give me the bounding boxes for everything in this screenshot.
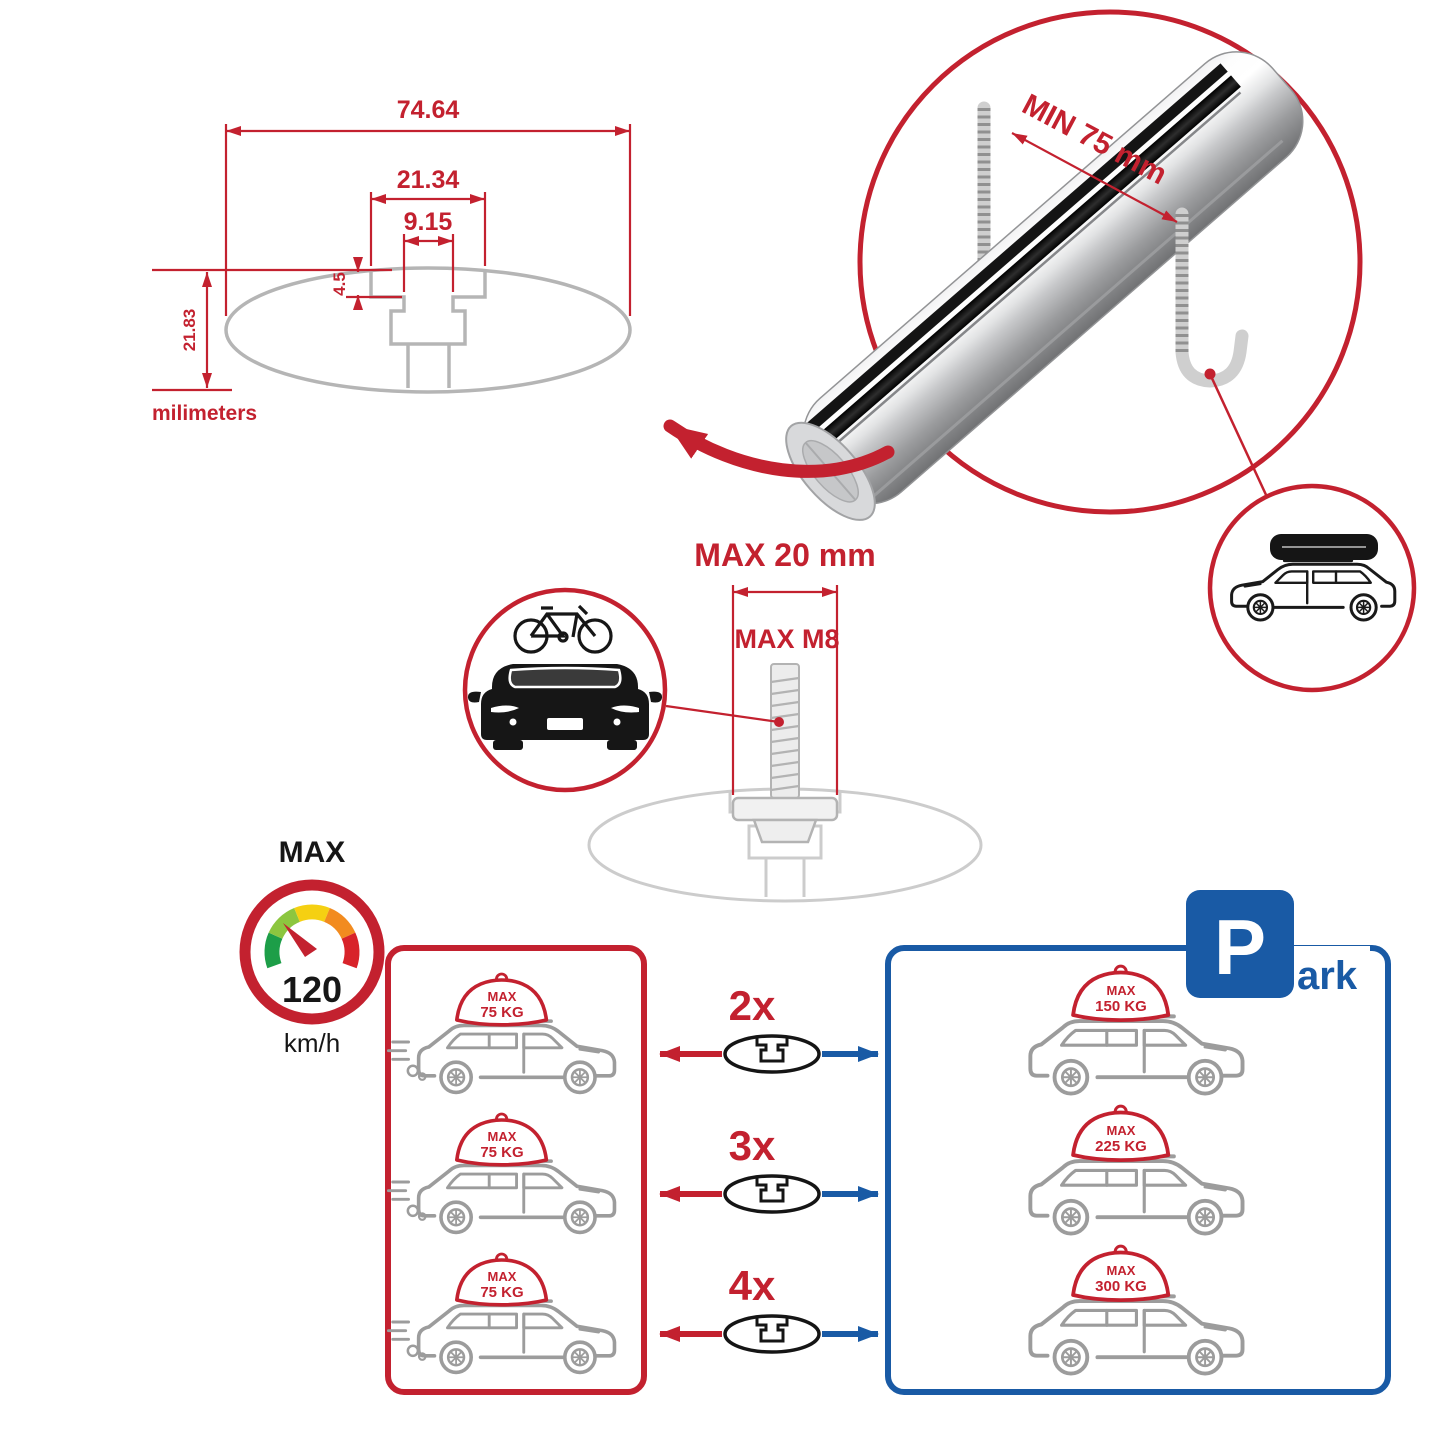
gauge-max-label: MAX bbox=[279, 836, 346, 869]
car-front-icon bbox=[467, 664, 663, 750]
parking-sign: P ark bbox=[1186, 890, 1370, 998]
pod-load-value: 75 KG bbox=[480, 1004, 523, 1021]
bicycle-icon bbox=[513, 604, 613, 654]
crossbar-count-row-1: 2x bbox=[659, 982, 879, 1074]
profile-tslot-channel bbox=[369, 272, 487, 346]
crossbar-profile-icon bbox=[723, 1034, 821, 1074]
crossbar-count-rows: 2x 3x 4x bbox=[659, 982, 879, 1354]
pod-load-title: MAX bbox=[1107, 983, 1136, 998]
dim-label-slot-width: 9.15 bbox=[404, 208, 453, 236]
pod-load-title: MAX bbox=[488, 1129, 517, 1144]
parking-sign-square bbox=[1186, 890, 1294, 998]
parking-sign-letter: P bbox=[1214, 903, 1266, 991]
gauge-units: km/h bbox=[284, 1028, 340, 1058]
pod-load-title: MAX bbox=[1107, 1123, 1136, 1138]
crossbar-closeup: MIN 75 mm bbox=[663, 9, 1417, 693]
pod-load-title: MAX bbox=[1107, 1263, 1136, 1278]
parked-roof-pods: MAX 150 KG MAX 225 KG MAX 300 KG bbox=[1071, 964, 1171, 1303]
pod-load-value: 300 KG bbox=[1095, 1278, 1147, 1295]
pod-load-value: 75 KG bbox=[480, 1144, 523, 1161]
u-bolt-right-icon bbox=[1175, 207, 1249, 388]
gauge-needle bbox=[283, 923, 317, 957]
multiplier-label: 2x bbox=[729, 982, 776, 1029]
parking-sign-suffix: ark bbox=[1297, 954, 1358, 998]
pod-load-title: MAX bbox=[488, 1269, 517, 1284]
profile-ellipse-outline bbox=[224, 266, 632, 394]
crossbar-profile-icon bbox=[723, 1174, 821, 1214]
max-length-label: MAX 20 mm bbox=[694, 537, 875, 573]
pod-load-value: 225 KG bbox=[1095, 1138, 1147, 1155]
pointer-arrow-to-profile bbox=[663, 419, 895, 478]
tslot-bolt-diagram: MAX 20 mm MAX M8 bbox=[462, 537, 983, 903]
crossbar-profile-diagram: 74.64 21.34 9.15 4.5 21.83 milimeters bbox=[152, 96, 632, 425]
multiplier-label: 3x bbox=[729, 1122, 776, 1169]
tslot-bolt-icon bbox=[731, 663, 839, 844]
crossbar-count-row-2: 3x bbox=[659, 1122, 879, 1214]
pod-load-title: MAX bbox=[488, 989, 517, 1004]
dim-label-total-height: 21.83 bbox=[180, 309, 199, 352]
multiplier-label: 4x bbox=[729, 1262, 776, 1309]
gauge-value: 120 bbox=[282, 969, 342, 1010]
dim-label-total-width: 74.64 bbox=[397, 96, 460, 124]
bike-on-car-icon bbox=[467, 604, 663, 750]
gauge-color-arc bbox=[264, 904, 360, 969]
speed-limit-gauge: MAX 120 km/h bbox=[239, 836, 385, 1058]
dim-label-channel-width: 21.34 bbox=[397, 166, 460, 194]
profile-lower-web bbox=[406, 344, 451, 388]
pod-load-value: 150 KG bbox=[1095, 998, 1147, 1015]
driving-roof-pods: MAX 75 KG MAX 75 KG MAX 75 KG bbox=[454, 972, 549, 1307]
crossbar-profile-icon bbox=[723, 1314, 821, 1354]
dim-label-step-depth: 4.5 bbox=[330, 272, 349, 296]
crossbar-count-row-3: 4x bbox=[659, 1262, 879, 1354]
suv-roofbox-icon bbox=[1232, 534, 1395, 620]
max-thread-label: MAX M8 bbox=[734, 624, 839, 654]
pod-load-value: 75 KG bbox=[480, 1284, 523, 1301]
units-label: milimeters bbox=[152, 402, 257, 425]
